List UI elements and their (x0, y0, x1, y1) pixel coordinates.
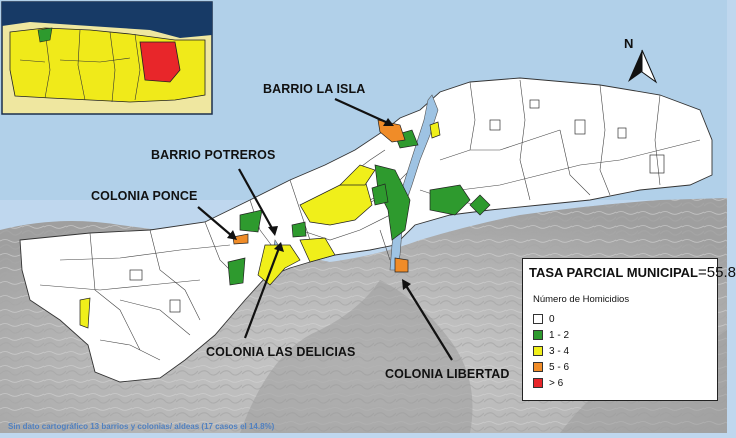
legend-title-text: TASA PARCIAL MUNICIPAL (529, 265, 698, 280)
legend-row: 3 - 4 (533, 345, 569, 357)
legend-row-label: 3 - 4 (549, 345, 570, 357)
legend-swatch (533, 378, 543, 388)
label-colonia-libertad: COLONIA LIBERTAD (385, 367, 510, 381)
legend-swatch (533, 330, 543, 340)
legend-swatch (533, 362, 543, 372)
legend-row-label: 5 - 6 (549, 361, 570, 373)
label-colonia-ponce: COLONIA PONCE (91, 189, 198, 203)
legend-swatch (533, 314, 543, 324)
legend-row-label: 0 (549, 313, 555, 325)
legend-row: 0 (533, 313, 555, 325)
label-barrio-potreros: BARRIO POTREROS (151, 148, 276, 162)
footnote: Sin dato cartográfico 13 barrios y colon… (8, 422, 275, 431)
legend-title: TASA PARCIAL MUNICIPAL=55.8 (529, 264, 736, 281)
label-barrio-la-isla: BARRIO LA ISLA (263, 82, 366, 96)
map-legend: TASA PARCIAL MUNICIPAL=55.8 Número de Ho… (522, 258, 736, 401)
legend-row-label: 1 - 2 (549, 329, 570, 341)
districts-class-1-2 (227, 129, 491, 286)
legend-subtitle: Número de Homicidios (533, 294, 630, 305)
north-label: N (624, 36, 634, 51)
legend-equals: = (698, 264, 707, 281)
legend-swatch (533, 346, 543, 356)
legend-row-label: > 6 (549, 377, 564, 389)
mountain-ridge (240, 280, 473, 433)
legend-row: > 6 (533, 377, 563, 389)
legend-rate-value: 55.8 (706, 264, 736, 281)
arrow-heads (227, 118, 411, 290)
legend-row: 5 - 6 (533, 361, 569, 373)
north-arrow-icon (628, 49, 658, 84)
inset-map (1, 1, 213, 115)
callout-arrows (197, 97, 453, 361)
legend-row: 1 - 2 (533, 329, 569, 341)
small-polygons (129, 99, 665, 313)
label-colonia-las-delicias: COLONIA LAS DELICIAS (206, 345, 356, 359)
